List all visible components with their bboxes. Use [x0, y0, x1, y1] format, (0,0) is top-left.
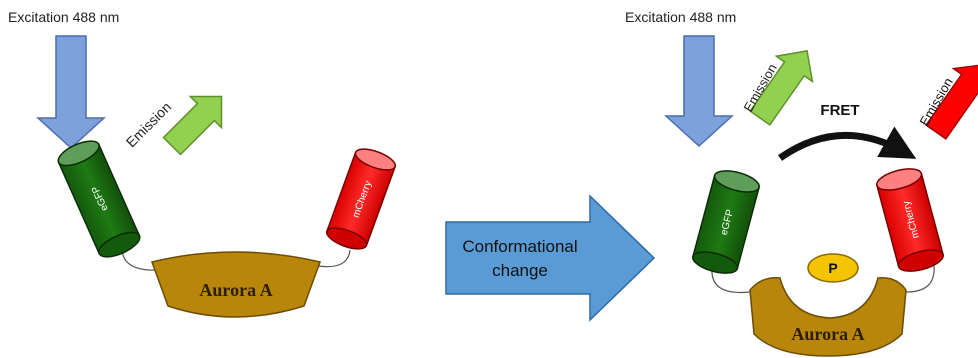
left-emission-label: Emission [123, 99, 174, 150]
phosphate-label: P [828, 260, 837, 276]
right-panel: Excitation 488 nm Emission Emission FRET… [625, 9, 978, 357]
right-green-emission-arrow [749, 49, 814, 126]
right-aurora-shape [749, 277, 907, 357]
right-red-emission-arrow [925, 63, 978, 140]
right-linker-egfp [711, 267, 751, 294]
left-excitation-label: Excitation 488 nm [8, 9, 119, 25]
left-emission-arrow [162, 95, 223, 156]
fret-label: FRET [820, 102, 859, 119]
phosphate-marker [807, 253, 859, 283]
right-mcherry-cylinder: mCherry [875, 168, 945, 272]
fret-arrow [777, 126, 917, 161]
right-linker-mcherry [905, 265, 935, 293]
left-linker-mcherry [317, 249, 351, 268]
left-egfp-cylinder: eGFP [57, 140, 141, 258]
left-panel: Excitation 488 nm Emission eGFP mCherry … [8, 9, 397, 318]
left-excitation-arrow [36, 35, 106, 150]
conformational-label-line2: change [492, 261, 548, 280]
right-aurora-label: Aurora A [791, 324, 864, 344]
right-excitation-label: Excitation 488 nm [625, 9, 736, 25]
conformational-label-line1: Conformational [462, 237, 577, 256]
right-egfp-cylinder: eGFP [691, 170, 761, 274]
left-aurora-label: Aurora A [199, 280, 272, 300]
conformational-change-arrow: Conformational change [445, 194, 656, 322]
right-excitation-arrow [664, 35, 734, 148]
left-mcherry-cylinder: mCherry [325, 148, 397, 250]
left-aurora-shape [151, 251, 321, 318]
